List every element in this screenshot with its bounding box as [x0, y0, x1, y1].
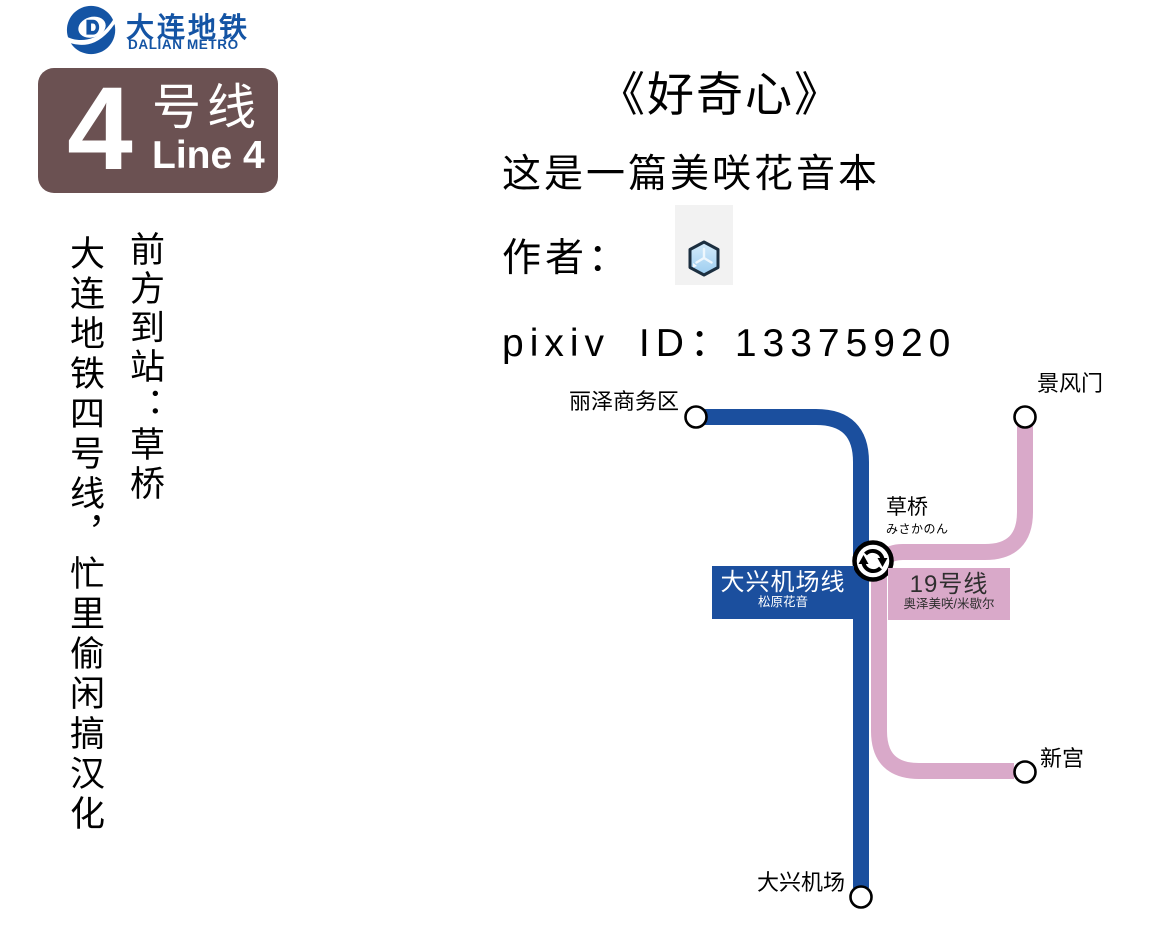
logo-name-cn: 大连地铁 — [126, 12, 251, 43]
line-number: 4 — [67, 63, 133, 195]
author-avatar — [675, 205, 733, 285]
station-label-caoqiao: 草桥 — [886, 496, 928, 519]
station-label-daxing-airport: 大兴机场 — [757, 870, 846, 895]
station-label-lize: 丽泽商务区 — [569, 389, 680, 414]
line-suffix-en: Line 4 — [152, 133, 265, 177]
transfer-icon — [852, 540, 894, 582]
caption-vertical-text: 大连地铁四号线，忙里偷闲搞汉化 — [65, 235, 104, 835]
logo-name-en: DALIAN METRO — [128, 37, 239, 52]
station-dot-xingong — [1013, 760, 1037, 784]
line4-badge: 4 号线 Line 4 — [38, 68, 278, 193]
next-station-vertical-text: 前方到站：草桥 — [125, 231, 164, 504]
line-suffix-cn: 号线 — [152, 81, 263, 136]
line-label-daxing-airport-line: 大兴机场线 松原花音 — [712, 566, 854, 619]
work-subtitle: 这是一篇美咲花音本 — [502, 153, 881, 196]
line-label-line19: 19号线 奥泽美咲/米歇尔 — [888, 568, 1010, 620]
line-label-sub: 奥泽美咲/米歇尔 — [903, 597, 995, 612]
station-label-xingong: 新宫 — [1040, 746, 1085, 771]
line-label-main: 19号线 — [909, 571, 989, 598]
line-label-sub: 松原花音 — [757, 595, 808, 610]
work-title: 《好奇心》 — [598, 68, 843, 123]
station-dot-daxing-airport — [849, 885, 873, 909]
station-dot-lize — [684, 405, 708, 429]
line-label-main: 大兴机场线 — [720, 569, 846, 596]
dalian-metro-logo-icon — [65, 5, 119, 55]
daxing-airport-line-path — [700, 409, 869, 888]
station-dot-jingfengmen — [1013, 405, 1037, 429]
station-sublabel-caoqiao: みさかのん — [886, 522, 949, 536]
station-label-jingfengmen: 景风门 — [1037, 371, 1104, 396]
ice-cube-emoji-icon — [688, 240, 720, 277]
author-label: 作者： — [502, 237, 632, 280]
pixiv-id-line: pixiv ID：13375920 — [502, 322, 957, 365]
